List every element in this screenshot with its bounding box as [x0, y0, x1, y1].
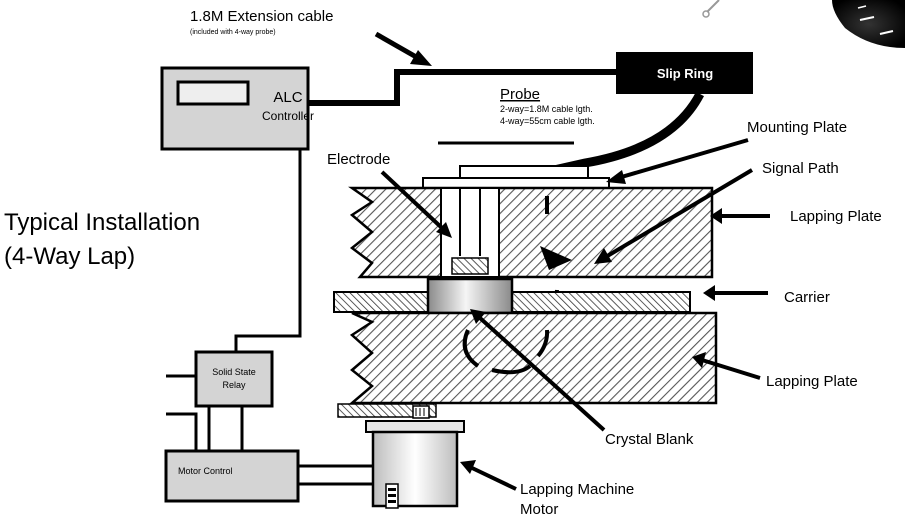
title-line1: Typical Installation	[4, 209, 200, 236]
probe-note-4way: 4-way=55cm cable lgth.	[500, 116, 595, 126]
arrow-lapping-motor	[460, 460, 517, 491]
extension-cable	[307, 69, 650, 106]
mounting-plate	[422, 165, 610, 189]
probe-label: Probe	[500, 86, 540, 103]
alc-label: ALC	[273, 89, 302, 106]
wire-mc-in	[166, 412, 198, 451]
solid-state-relay: Solid State Relay	[194, 350, 274, 408]
arrow-mounting-plate	[606, 138, 749, 184]
signal-path-label: Signal Path	[762, 160, 839, 177]
slip-ring-label: Slip Ring	[657, 66, 713, 81]
extension-cable-note: (included with 4-way probe)	[190, 29, 276, 36]
arrow-extension	[374, 31, 432, 66]
motor-control-label: Motor Control	[178, 466, 233, 476]
arrow-crystal-blank	[470, 309, 606, 432]
probe-note-2way: 2-way=1.8M cable lgth.	[500, 104, 593, 114]
slip-ring: Slip Ring	[616, 52, 753, 94]
extension-cable-label: 1.8M Extension cable	[190, 8, 333, 25]
lapping-motor-label-2: Motor	[520, 501, 558, 518]
arrow-lapping-plate-bottom	[692, 352, 761, 380]
carrier-label: Carrier	[784, 289, 830, 306]
electrode	[440, 187, 500, 278]
arrow-carrier	[703, 285, 768, 301]
relay-label-2: Relay	[222, 380, 246, 390]
lapping-plate-top-label: Lapping Plate	[790, 208, 882, 225]
wire-controller-relay	[234, 149, 302, 352]
arrow-lapping-plate-top	[710, 208, 770, 224]
controller-label: Controller	[262, 109, 314, 123]
crystal-blank	[426, 277, 514, 315]
crystal-blank-label: Crystal Blank	[605, 431, 694, 448]
alc-controller: ALC Controller	[160, 66, 314, 151]
electrode-label: Electrode	[327, 151, 390, 168]
gear-assembly	[337, 403, 437, 419]
lapping-plate-bottom-label: Lapping Plate	[766, 373, 858, 390]
mounting-plate-label: Mounting Plate	[747, 119, 847, 136]
relay-label-1: Solid State	[212, 367, 256, 377]
lapping-plate-upper	[348, 186, 714, 279]
arrow-signal-path	[594, 168, 754, 264]
lapping-motor-label-1: Lapping Machine	[520, 481, 634, 498]
probe-cable	[553, 91, 704, 175]
lapping-motor	[365, 420, 465, 509]
lapping-plate-lower	[348, 311, 718, 405]
motor-control: Motor Control	[164, 449, 300, 503]
arrow-electrode	[380, 170, 452, 238]
title-line2: (4-Way Lap)	[4, 243, 135, 270]
signal-path-lower-arc	[462, 329, 550, 375]
photo-fragment	[702, 0, 905, 48]
